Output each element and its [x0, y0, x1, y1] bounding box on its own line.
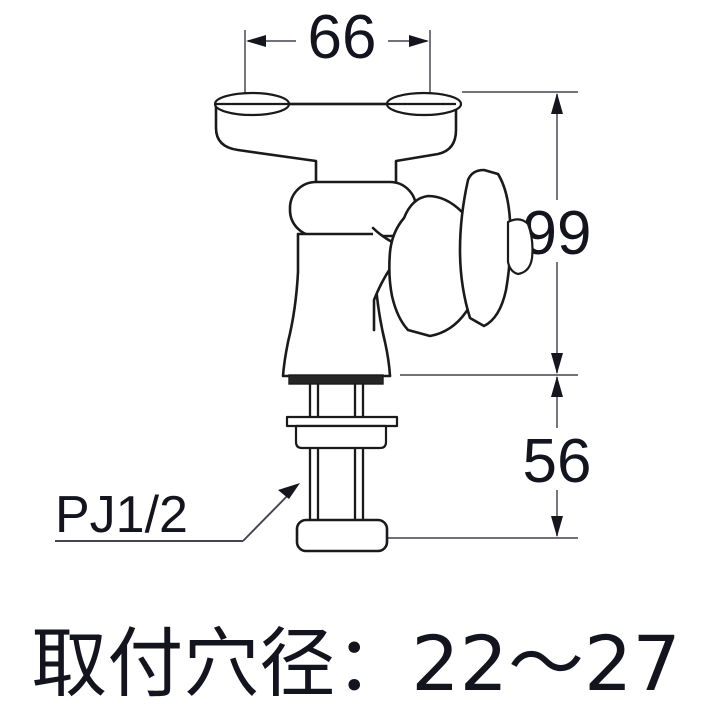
faucet-body — [281, 232, 392, 378]
text-backdrop-66 — [296, 2, 388, 74]
arrow-head-bottom-99 — [551, 353, 563, 374]
outlet-disc — [458, 168, 512, 328]
thread-spec-label: PJ1/2 — [55, 486, 188, 544]
dimension-value-99: 99 — [523, 199, 592, 268]
faucet-assembly — [213, 91, 534, 553]
dimension-66-group: 66 — [244, 2, 431, 104]
arrow-head-top-56 — [551, 376, 563, 397]
arrow-head-top-99 — [551, 93, 563, 114]
thread-spec-annotation: PJ1/2 — [55, 483, 300, 544]
arrow-head-leader — [278, 483, 300, 499]
arrow-head-left-66 — [246, 35, 266, 47]
arrow-head-bottom-56 — [551, 516, 563, 537]
mounting-hole-caption: 取付穴径：22〜27 — [31, 619, 680, 708]
flange-nut — [294, 424, 388, 450]
base-gasket — [288, 374, 384, 385]
dimension-56-group: 56 — [383, 374, 592, 539]
arrow-head-right-66 — [409, 35, 429, 47]
bottom-nut — [295, 518, 389, 553]
dimension-99-group: 99 — [462, 91, 592, 374]
outlet-knob — [506, 218, 534, 276]
mounting-flange — [285, 415, 399, 428]
dimension-value-56: 56 — [523, 427, 592, 496]
dimension-value-66: 66 — [308, 3, 377, 72]
cross-handle — [214, 102, 458, 192]
